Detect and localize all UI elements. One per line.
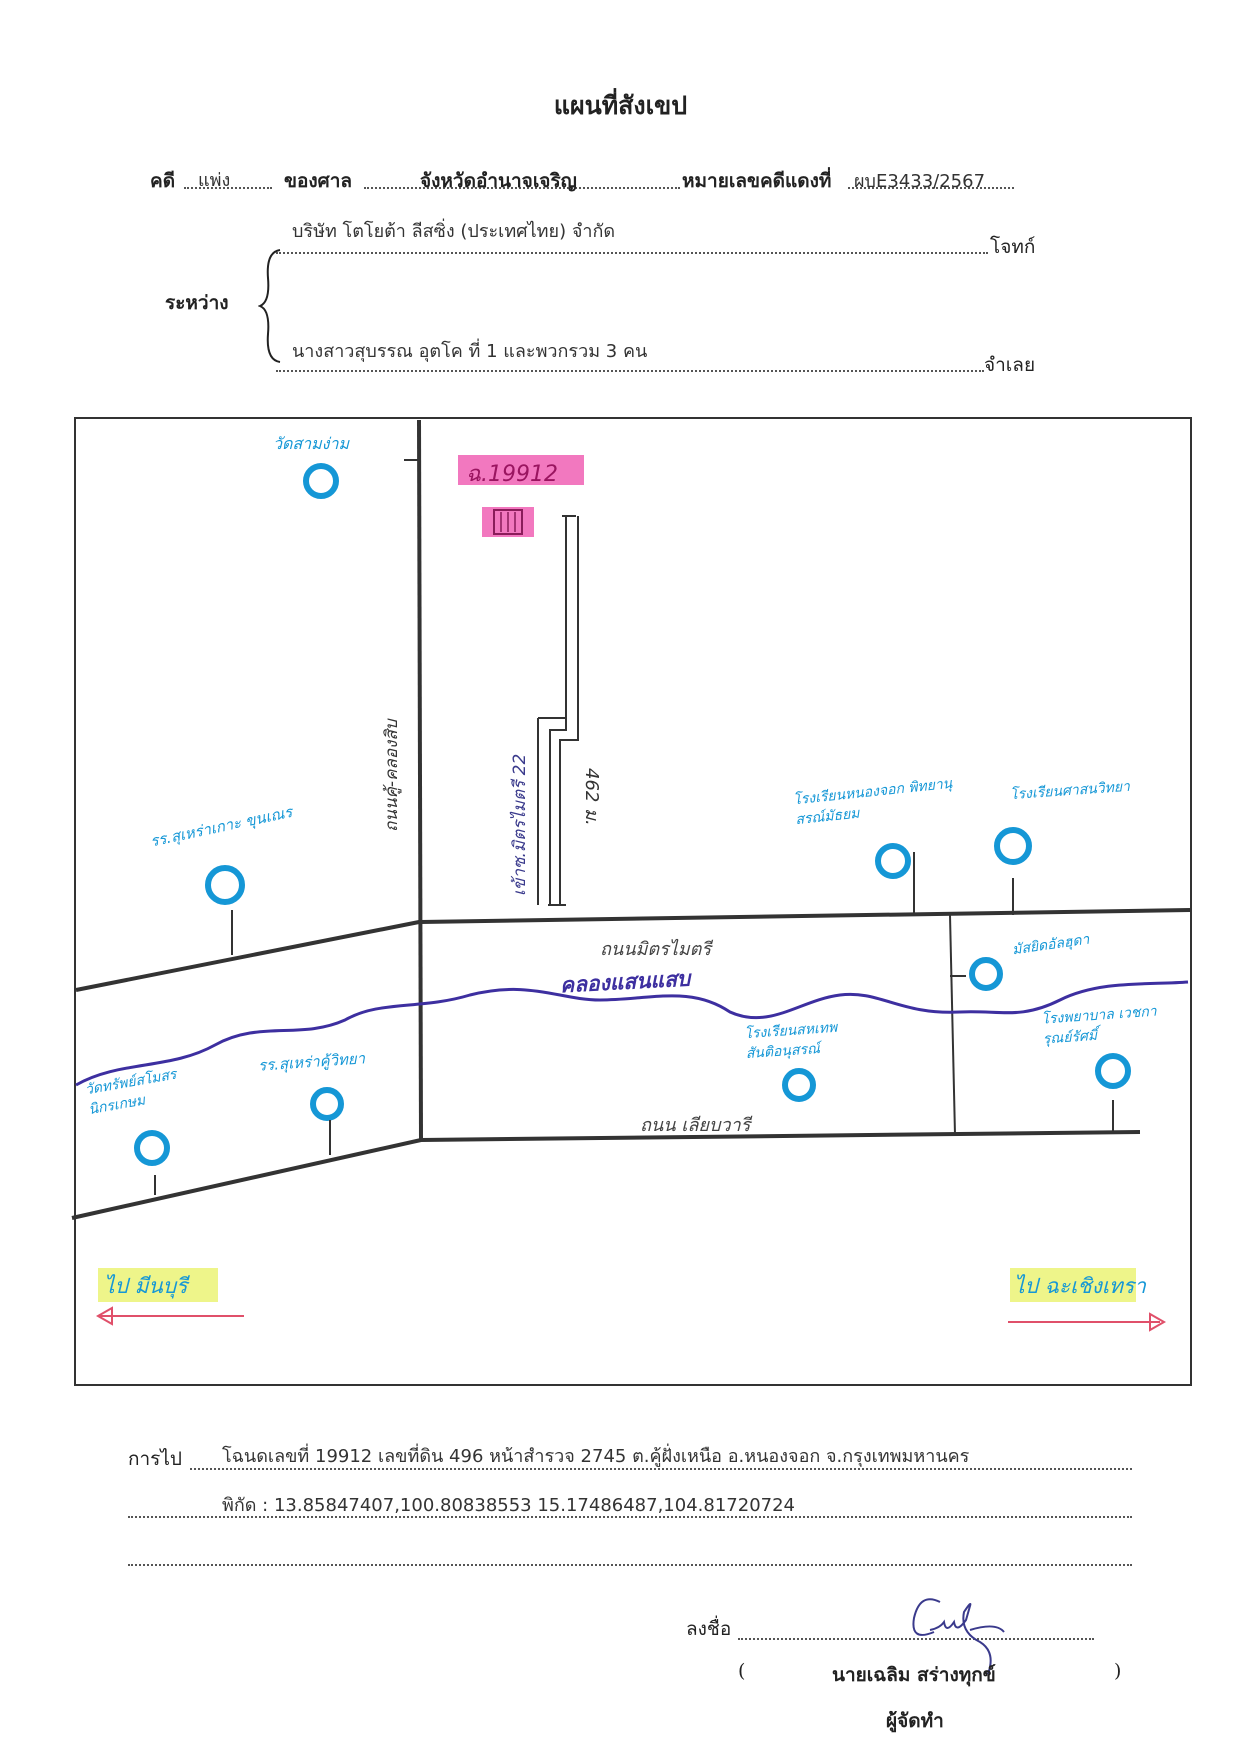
deed-highlight: [458, 455, 584, 485]
soi-line-right: [549, 516, 567, 905]
marker-hospital: [1095, 1053, 1131, 1089]
brace-icon: [258, 249, 281, 363]
court-value: จังหวัดอำนาจเจริญ: [420, 170, 577, 192]
role-label: ผู้จัดทำ: [886, 1710, 944, 1732]
signer-close-paren: ): [1114, 1660, 1122, 1682]
route-dots: [190, 1468, 1132, 1470]
plaintiff-role: โจทก์: [990, 236, 1036, 258]
parcel-icon: [493, 509, 523, 535]
marker-sahathep-school: [782, 1068, 816, 1102]
soi-label: เข้าซ.มิตรไมตรี 22: [510, 753, 530, 896]
marker-satsana-school: [994, 827, 1032, 865]
marker-wat-sap: [134, 1130, 170, 1166]
marker-wat-samngam: [303, 463, 339, 499]
direction-right-label: ไป ฉะเชิงเทรา: [1014, 1274, 1146, 1298]
blank-dots: [128, 1564, 1132, 1566]
route-label: การไป: [128, 1448, 182, 1470]
deed-tag: ฉ.19912: [466, 462, 558, 487]
signer-name: นายเฉลิม สร่างทุกข์: [832, 1664, 996, 1686]
sign-label: ลงชื่อ: [686, 1618, 732, 1640]
route-text: โฉนดเลขที่ 19912 เลขที่ดิน 496 หน้าสำรวจ…: [222, 1446, 970, 1467]
lower-left-road-line: [71, 1138, 422, 1220]
liap-wari-road-label: ถนน เลียบวารี: [640, 1115, 751, 1136]
left-arrow-head: [95, 1306, 113, 1326]
case-type-dots: [184, 187, 272, 189]
distance-label: 462 ม.: [581, 768, 602, 826]
plaintiff-dots: [276, 252, 988, 254]
canal-label: คลองแสนแสบ: [559, 966, 691, 998]
soi-line-right2: [559, 516, 579, 905]
map-frame: [74, 417, 1192, 1386]
defendant-name: นางสาวสุบรรณ อุตโค ที่ 1 และพวกรวม 3 คน: [292, 341, 648, 362]
place-marker: [134, 463, 1131, 1166]
coords-dots: [128, 1516, 1132, 1518]
canal-line: [75, 980, 1189, 1087]
place-label-sahathep-school: โรงเรียนสหเทพ สันติอนุสรณ์: [743, 1019, 838, 1063]
court-dots: [364, 187, 680, 189]
mitmaitri-road-line: [420, 908, 1191, 924]
red-case-number: ผบE3433/2567: [854, 171, 986, 192]
court-label: ของศาล: [284, 170, 353, 192]
right-direction-highlight: [1010, 1268, 1136, 1302]
signature: [912, 1598, 1005, 1675]
place-label-wat-samngam: วัดสามง่าม: [273, 434, 350, 453]
coords-text: พิกัด : 13.85847407,100.80838553 15.1748…: [222, 1495, 796, 1516]
case-label: คดี: [150, 170, 176, 192]
defendant-dots: [276, 370, 984, 372]
marker-mosque: [969, 957, 1003, 991]
red-case-label: หมายเลขคดีแดงที่: [682, 170, 832, 192]
liap-wari-road-line: [420, 1130, 1141, 1142]
defendant-role: จำเลย: [984, 354, 1036, 376]
marker-rr-sukhrao-ko: [205, 865, 245, 905]
right-arrow-head: [1149, 1312, 1167, 1332]
case-type-value: แพ่ง: [198, 170, 231, 191]
between-label: ระหว่าง: [165, 292, 229, 314]
page-title: แผนที่สังเขป: [553, 91, 688, 120]
vertical-road-line: [417, 419, 423, 1141]
direction-left-label: ไป มีนบุรี: [104, 1274, 188, 1298]
upper-left-road-line: [75, 920, 420, 992]
signer-open-paren: (: [738, 1660, 746, 1682]
vertical-road-label: ถนนคู้-คลองสิบ: [382, 719, 402, 832]
red-case-dots: [848, 187, 1014, 189]
connector-road-line: [949, 914, 956, 1136]
plaintiff-name: บริษัท โตโยต้า ลีสซิ่ง (ประเทศไทย) จำกัด: [292, 221, 616, 242]
marker-rr-sukhrao-khu: [310, 1087, 344, 1121]
left-direction-highlight: [98, 1268, 218, 1302]
marker-nongchok-school: [875, 843, 911, 879]
mitmaitri-road-label: ถนนมิตรไมตรี: [600, 939, 712, 960]
sign-dots: [738, 1638, 1094, 1640]
